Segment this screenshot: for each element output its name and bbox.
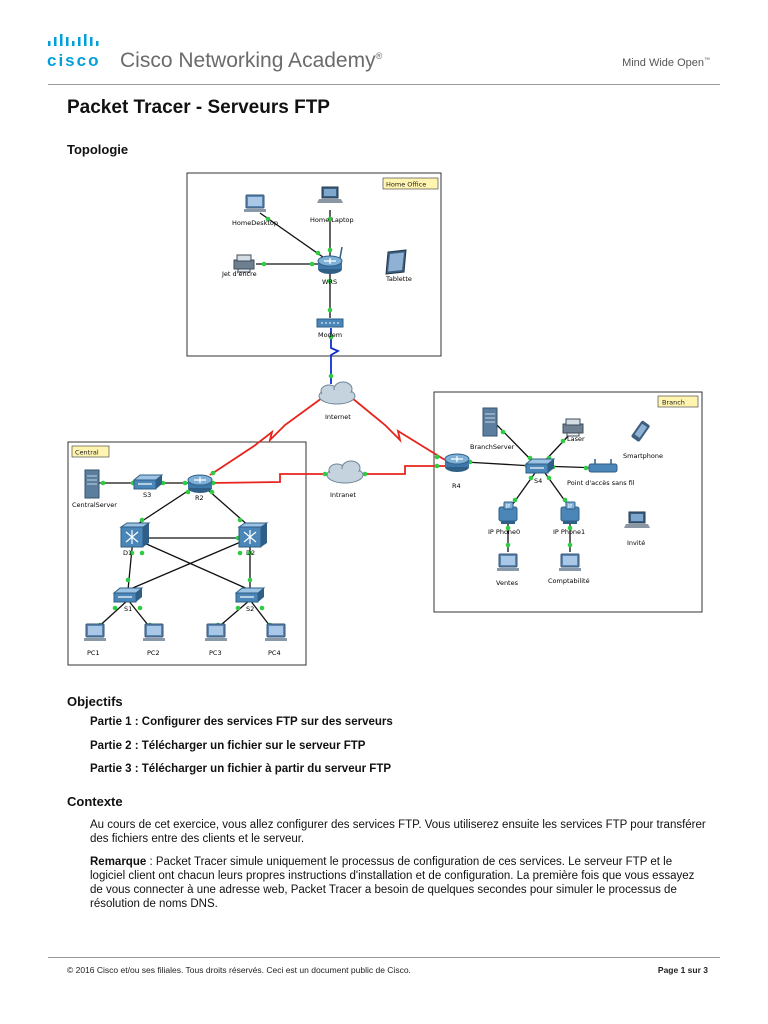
intranet-cloud-icon bbox=[326, 460, 364, 484]
academy-text: Cisco Networking Academy bbox=[120, 49, 376, 72]
ip-phone1-icon bbox=[560, 501, 580, 525]
multilayer-switch-d2-icon bbox=[238, 522, 268, 548]
label-modem: Modem bbox=[318, 331, 342, 339]
label-s1: S1 bbox=[124, 605, 132, 613]
label-printer: Jet d'encre bbox=[221, 270, 257, 278]
registered-mark: ® bbox=[375, 51, 383, 61]
switch-s3-icon bbox=[133, 474, 163, 490]
central-server-icon bbox=[84, 469, 100, 499]
comptabilite-pc-icon bbox=[558, 553, 582, 572]
wireless-router-icon bbox=[317, 246, 343, 275]
topology-heading: Topologie bbox=[67, 142, 129, 157]
cisco-logo-bars-icon bbox=[48, 34, 99, 46]
label-ip-phone0: IP Phone0 bbox=[488, 528, 520, 536]
label-d2: D2 bbox=[246, 549, 255, 557]
access-point-icon bbox=[588, 458, 618, 473]
label-s3: S3 bbox=[143, 491, 151, 499]
objective-part-3: Partie 3 : Télécharger un fichier à part… bbox=[90, 763, 392, 775]
objectives-heading: Objectifs bbox=[67, 694, 123, 709]
modem-icon bbox=[316, 318, 344, 328]
label-tablet: Tablette bbox=[385, 275, 412, 283]
label-central-server: CentralServer bbox=[72, 501, 117, 509]
label-branch-server: BranchServer bbox=[470, 443, 515, 451]
label-smartphone: Smartphone bbox=[623, 452, 663, 460]
header-divider bbox=[48, 84, 720, 85]
label-home-desktop: HomeDesktop bbox=[232, 219, 278, 227]
note-paragraph: Remarque : Packet Tracer simule uniqueme… bbox=[90, 855, 710, 911]
label-ventes: Ventes bbox=[496, 579, 519, 587]
label-intranet: Intranet bbox=[330, 491, 356, 499]
footer-copyright: © 2016 Cisco et/ou ses filiales. Tous dr… bbox=[67, 965, 411, 975]
page-header: cisco Cisco Networking Academy® Mind Wid… bbox=[0, 0, 768, 90]
note-text: : Packet Tracer simule uniquement le pro… bbox=[90, 856, 695, 910]
tagline-text: Mind Wide Open bbox=[622, 57, 704, 69]
pc4-icon bbox=[264, 623, 288, 642]
label-pc2: PC2 bbox=[147, 649, 160, 657]
switch-s1-icon bbox=[113, 587, 143, 603]
academy-name: Cisco Networking Academy® bbox=[120, 49, 382, 73]
context-heading: Contexte bbox=[67, 794, 123, 809]
label-r4: R4 bbox=[452, 482, 461, 490]
trademark-mark: ™ bbox=[704, 57, 710, 64]
pc3-icon bbox=[204, 623, 228, 642]
zone-label-branch: Branch bbox=[662, 399, 685, 407]
note-label: Remarque bbox=[90, 856, 147, 868]
ip-phone0-icon bbox=[498, 501, 518, 525]
objective-part-1: Partie 1 : Configurer des services FTP s… bbox=[90, 716, 393, 728]
label-pc1: PC1 bbox=[87, 649, 100, 657]
laser-printer-icon bbox=[562, 418, 584, 437]
label-s2: S2 bbox=[246, 605, 254, 613]
footer-divider bbox=[48, 957, 720, 958]
switch-s2-icon bbox=[235, 587, 265, 603]
label-pc3: PC3 bbox=[209, 649, 222, 657]
zone-label-home: Home Office bbox=[386, 181, 426, 189]
router-r4-icon bbox=[444, 453, 470, 473]
topology-diagram: IP Home Office Central Branc bbox=[67, 172, 703, 666]
page-number: Page 1 sur 3 bbox=[657, 965, 708, 975]
smartphone-icon bbox=[630, 420, 651, 443]
cisco-logo-text: cisco bbox=[47, 51, 101, 70]
label-internet: Internet bbox=[325, 413, 351, 421]
label-access-point: Point d'accès sans fil bbox=[567, 479, 635, 487]
home-desktop-icon bbox=[243, 194, 267, 213]
branch-server-icon bbox=[482, 407, 498, 437]
label-comptabilite: Comptabilité bbox=[548, 577, 590, 585]
router-r2-icon bbox=[187, 474, 213, 494]
tablet-icon bbox=[385, 249, 407, 275]
page-title: Packet Tracer - Serveurs FTP bbox=[67, 97, 330, 118]
objective-part-2: Partie 2 : Télécharger un fichier sur le… bbox=[90, 740, 366, 752]
label-r2: R2 bbox=[195, 494, 204, 502]
multilayer-switch-d1-icon bbox=[120, 522, 150, 548]
pc2-icon bbox=[142, 623, 166, 642]
tagline: Mind Wide Open™ bbox=[622, 57, 710, 69]
context-paragraph: Au cours de cet exercice, vous allez con… bbox=[90, 819, 706, 845]
label-d1: D1 bbox=[123, 549, 132, 557]
switch-s4-icon bbox=[525, 458, 555, 474]
pc1-icon bbox=[83, 623, 107, 642]
label-laser: Laser bbox=[567, 435, 585, 443]
label-wrs: WRS bbox=[322, 278, 337, 286]
label-ip-phone1: IP Phone1 bbox=[553, 528, 585, 536]
label-s4: S4 bbox=[534, 477, 542, 485]
label-invite: Invité bbox=[627, 539, 645, 547]
ventes-pc-icon bbox=[496, 553, 520, 572]
internet-cloud-icon bbox=[318, 381, 356, 405]
label-home-laptop: Home Laptop bbox=[310, 216, 354, 224]
zone-label-central: Central bbox=[75, 449, 99, 457]
home-laptop-icon bbox=[316, 186, 344, 204]
guest-laptop-icon bbox=[623, 511, 651, 529]
label-pc4: PC4 bbox=[268, 649, 281, 657]
